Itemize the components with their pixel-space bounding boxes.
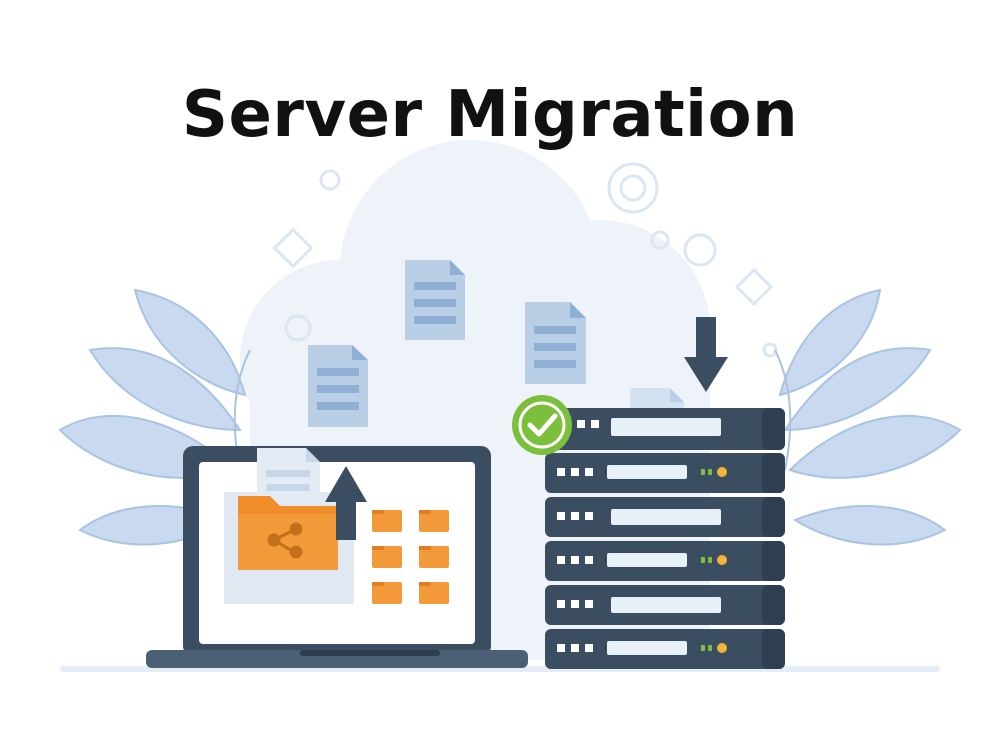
upload-arrow-icon: [325, 466, 367, 540]
document-icon: [308, 345, 368, 427]
server-rack-icon: [545, 408, 785, 669]
document-icon: [405, 260, 465, 340]
document-icon: [257, 448, 320, 515]
share-icon: [267, 522, 303, 559]
file-tiles: [372, 510, 449, 604]
page-title: Server Migration: [181, 78, 799, 152]
checkmark-icon: [512, 395, 572, 455]
download-arrow-icon: [684, 317, 728, 392]
document-icon: [525, 302, 586, 384]
leaf-right-icon: [774, 288, 962, 546]
decorative-shapes: [272, 162, 778, 358]
